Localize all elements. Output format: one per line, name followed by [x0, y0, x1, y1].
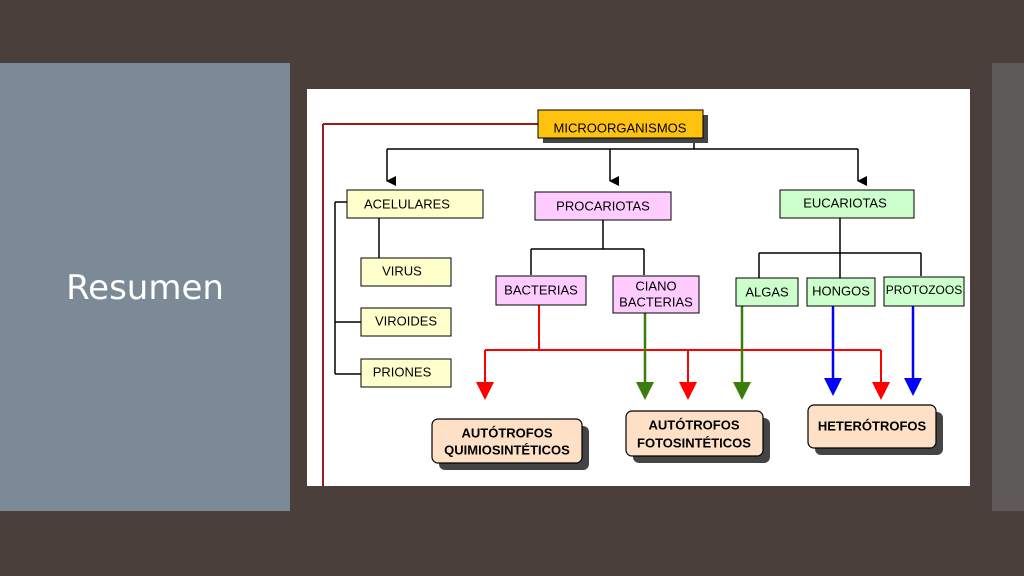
green-arrows [643, 306, 744, 383]
arrow-head-ciano [636, 382, 654, 400]
node-label: EUCARIOTAS [803, 195, 887, 210]
node-label: AUTÓTROFOS [462, 425, 553, 440]
concept-map-svg: MICROORGANISMOS ACELULARES PROCARIOTAS E… [322, 109, 965, 486]
node-protozoos: PROTOZOOS [883, 276, 965, 307]
arrow-head-foto-red [679, 382, 697, 400]
node-label: QUIMIOSINTÉTICOS [444, 442, 570, 457]
node-virus: VIRUS [360, 257, 452, 287]
node-label: CIANO [635, 278, 676, 293]
node-label: MICROORGANISMOS [554, 120, 687, 135]
node-viroides: VIROIDES [360, 307, 452, 337]
node-cianobacterias: CIANO BACTERIAS [612, 275, 700, 314]
arrow-head-algas [733, 382, 751, 400]
node-heterotrofos: HETERÓTROFOS [807, 404, 943, 455]
slide-title: Resumen [66, 268, 224, 308]
node-autotrofos-fotosinteticos: AUTÓTROFOS FOTOSINTÉTICOS [625, 410, 770, 463]
node-label: HETERÓTROFOS [818, 418, 927, 433]
node-label: PROCARIOTAS [556, 198, 650, 213]
tree-connectors [334, 136, 922, 375]
blue-arrows [831, 306, 915, 379]
node-label: FOTOSINTÉTICOS [637, 435, 751, 450]
right-side-strip [992, 63, 1024, 511]
concept-map-figure: MICROORGANISMOS ACELULARES PROCARIOTAS E… [307, 89, 970, 486]
node-hongos: HONGOS [806, 277, 876, 307]
arrow-head-hongos [824, 378, 842, 396]
arrow-head-quimio [476, 382, 494, 400]
red-arrow-heads [476, 382, 890, 400]
node-acelulares: ACELULARES [346, 189, 484, 219]
node-label: VIROIDES [375, 313, 437, 328]
arrow-head-protozoos [904, 378, 922, 396]
node-eucariotas: EUCARIOTAS [779, 189, 915, 219]
node-label: ACELULARES [364, 196, 450, 211]
outer-bracket-line [322, 123, 538, 486]
green-arrow-heads [636, 382, 751, 400]
node-label: HONGOS [812, 283, 870, 298]
node-autotrofos-quimiosinteticos: AUTÓTROFOS QUIMIOSINTÉTICOS [431, 418, 589, 470]
node-label: AUTÓTROFOS [649, 417, 740, 432]
node-priones: PRIONES [360, 358, 452, 388]
node-procariotas: PROCARIOTAS [534, 191, 672, 221]
red-arrows [484, 305, 882, 383]
node-bacterias: BACTERIAS [495, 275, 587, 306]
node-label: VIRUS [382, 263, 422, 278]
arrow-head-hetero-red [872, 382, 890, 400]
node-label: ALGAS [745, 284, 789, 299]
node-microorganismos: MICROORGANISMOS [537, 109, 708, 143]
node-algas: ALGAS [735, 277, 799, 307]
node-label: PRIONES [373, 364, 432, 379]
title-panel [0, 63, 290, 511]
blue-arrow-heads [824, 378, 922, 396]
node-label: BACTERIAS [619, 294, 693, 309]
node-label: PROTOZOOS [886, 283, 962, 297]
node-label: BACTERIAS [504, 282, 578, 297]
